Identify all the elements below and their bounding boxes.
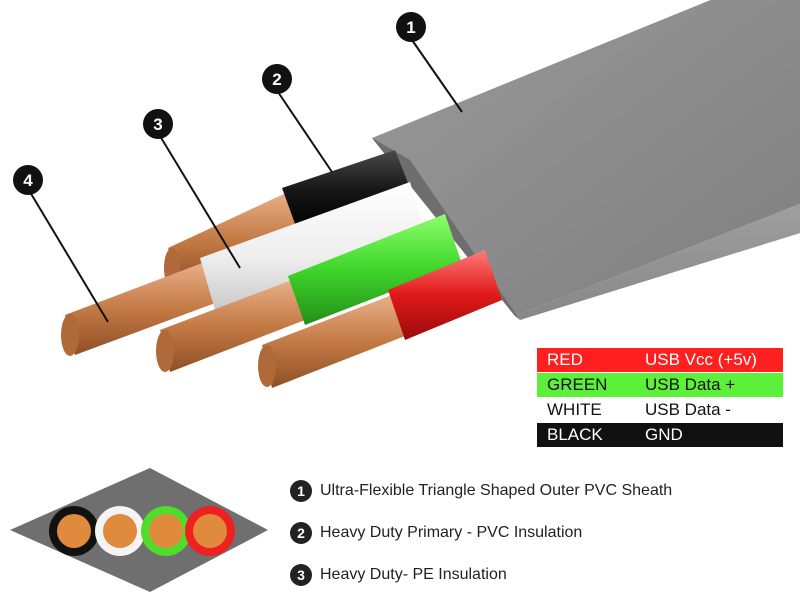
legend-function: GND xyxy=(645,425,683,444)
white-wire xyxy=(61,182,425,356)
note-number-badge: 1 xyxy=(290,480,312,502)
legend-color-name: BLACK xyxy=(547,425,603,444)
red-wire xyxy=(258,250,502,388)
legend-color-name: RED xyxy=(547,350,583,369)
note-number-badge: 2 xyxy=(290,522,312,544)
cross-section-red xyxy=(185,506,235,556)
note-text: Heavy Duty Primary - PVC Insulation xyxy=(320,524,583,541)
cable-cross-section xyxy=(10,468,268,592)
svg-text:4: 4 xyxy=(23,171,33,190)
svg-text:2: 2 xyxy=(272,70,281,89)
note-text: Ultra-Flexible Triangle Shaped Outer PVC… xyxy=(320,482,673,499)
legend-function: USB Data - xyxy=(645,400,731,419)
legend-row-black: BLACK GND xyxy=(537,423,783,447)
svg-text:3: 3 xyxy=(153,115,162,134)
legend-color-name: GREEN xyxy=(547,375,608,394)
legend-row-red: RED USB Vcc (+5v) xyxy=(537,348,783,372)
component-notes: 1 Ultra-Flexible Triangle Shaped Outer P… xyxy=(290,478,790,604)
note-number-badge: 3 xyxy=(290,564,312,586)
callout-badge-3: 3 xyxy=(143,109,173,139)
callout-badge-2: 2 xyxy=(262,64,292,94)
note-item-2: 2 Heavy Duty Primary - PVC Insulation xyxy=(290,520,790,546)
svg-text:1: 1 xyxy=(406,18,415,37)
cross-section-green xyxy=(141,506,191,556)
callout-lines xyxy=(29,39,463,323)
wire-color-legend: RED USB Vcc (+5v) GREEN USB Data + WHITE… xyxy=(537,348,783,448)
legend-function: USB Vcc (+5v) xyxy=(645,350,757,369)
note-item-1: 1 Ultra-Flexible Triangle Shaped Outer P… xyxy=(290,478,790,504)
callout-badge-4: 4 xyxy=(13,165,43,195)
legend-row-white: WHITE USB Data - xyxy=(537,398,783,422)
legend-color-name: WHITE xyxy=(547,400,602,419)
cross-section-white xyxy=(95,506,145,556)
cross-section-black xyxy=(49,506,99,556)
legend-function: USB Data + xyxy=(645,375,736,394)
note-text: Heavy Duty- PE Insulation xyxy=(320,566,507,583)
legend-row-green: GREEN USB Data + xyxy=(537,373,783,397)
green-wire xyxy=(156,214,462,372)
callout-badge-1: 1 xyxy=(396,12,426,42)
note-item-3: 3 Heavy Duty- PE Insulation xyxy=(290,562,790,588)
